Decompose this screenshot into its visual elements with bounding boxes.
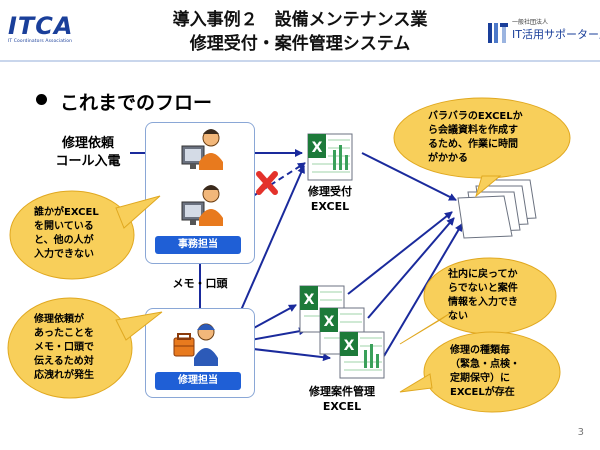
bubble-bottom-right-line: 定期保守）に <box>450 373 510 384</box>
office-worker-2-icon <box>181 185 223 226</box>
svg-text:X: X <box>304 292 315 308</box>
svg-text:X: X <box>344 338 355 354</box>
repair-badge: 修理担当 <box>155 372 241 390</box>
itca-logo: ITCA IT Coordinators Association <box>8 14 86 44</box>
bubble-top-right-line: るため、作業に時間 <box>428 139 518 150</box>
arrow-case2-to-docs <box>367 217 455 319</box>
request-label: 修理依頼 コール入電 <box>38 135 138 171</box>
bubble-top-right-text: バラバラのEXCELか ら会議資料を作成す るため、作業に時間 がかかる <box>428 110 538 166</box>
case-excel-icon-3: X <box>339 331 385 379</box>
bullet-icon <box>36 94 47 105</box>
office-badge: 事務担当 <box>155 236 241 254</box>
case-excel-label-line-1: 修理案件管理 <box>309 385 375 398</box>
bubble-top-right <box>393 97 571 198</box>
svg-text:X: X <box>324 314 335 330</box>
reception-excel-label-line-1: 修理受付 <box>308 185 352 198</box>
title-line-2: 修理受付・案件管理システム <box>189 34 411 54</box>
bubble-mid-right-line: らでないと案件 <box>448 283 518 294</box>
arrow-case1-to-docs <box>347 211 453 295</box>
header-divider <box>0 60 600 62</box>
bubble-mid-right-text: 社内に戻ってか らでないと案件 情報を入力でき ない <box>448 268 538 324</box>
reception-excel-label-line-2: EXCEL <box>310 200 350 213</box>
bubble-bottom-left <box>7 297 163 399</box>
bubble-bottom-left-line: 伝えるため対 <box>34 356 94 367</box>
bubble-bottom-right-text: 修理の種類毎 （緊急・点検・ 定期保守）に EXCELが存在 <box>450 344 540 400</box>
request-label-line-1: 修理依頼 <box>61 136 114 151</box>
bubble-bottom-right <box>399 331 561 413</box>
memo-label: メモ・口頭 <box>172 277 228 290</box>
it-supporters-logo: 一般社団法人 IT活用サポーターズ <box>486 17 600 51</box>
itca-logo-text: ITCA <box>8 12 74 40</box>
bubble-mid-right-line: 情報を入力でき <box>448 297 518 308</box>
office-worker-1-icon <box>181 129 223 170</box>
it-supporters-logo-icon <box>488 23 508 43</box>
svg-text:X: X <box>312 140 323 156</box>
bubble-bottom-right-line: （緊急・点検・ <box>450 359 520 370</box>
bubble-top-left-line: 誰かがEXCEL <box>34 207 99 218</box>
bubble-top-right-line: がかかる <box>428 153 468 164</box>
case-excel-label: 修理案件管理 EXCEL <box>292 384 392 414</box>
request-label-line-2: コール入電 <box>55 154 121 169</box>
bubble-top-left-text: 誰かがEXCEL を開いている と、他の人が 入力できない <box>34 206 114 262</box>
bubble-bottom-left-line: 修理依頼が <box>34 314 84 325</box>
itca-logo-subtitle: IT Coordinators Association <box>8 39 73 44</box>
bubble-bottom-left-text: 修理依頼が あったことを メモ・口頭で 伝えるため対 応洩れが発生 <box>34 313 114 383</box>
section-heading: これまでのフロー <box>60 92 213 114</box>
case-excel-label-line-2: EXCEL <box>322 400 362 413</box>
bubble-mid-right-line: 社内に戻ってか <box>448 269 518 280</box>
title-line-1: 導入事例２ 設備メンテナンス業 <box>172 10 428 30</box>
page-title: 導入事例２ 設備メンテナンス業 修理受付・案件管理システム <box>120 8 480 56</box>
arrow-case3-to-docs <box>383 223 463 357</box>
bubble-top-left-line: を開いている <box>34 221 94 232</box>
bubble-top-left <box>9 190 161 280</box>
bubble-mid-right-line: ない <box>448 311 468 322</box>
it-logo-main-text: IT活用サポーターズ <box>512 28 600 41</box>
bubble-top-left-line: 入力できない <box>34 249 94 260</box>
bubble-top-left-line: と、他の人が <box>34 235 94 246</box>
bubble-top-right-line: ら会議資料を作成す <box>428 125 518 136</box>
arrow-reception-to-docs <box>361 152 457 201</box>
reception-excel-label: 修理受付 EXCEL <box>295 184 365 214</box>
bubble-bottom-right-line: 修理の種類毎 <box>450 345 510 356</box>
it-logo-small-text: 一般社団法人 <box>512 19 549 26</box>
page-number: 3 <box>577 427 584 438</box>
bubble-mid-right <box>399 257 557 345</box>
reception-excel-icon: X <box>307 133 353 181</box>
bubble-bottom-right-line: EXCELが存在 <box>450 387 515 398</box>
bubble-top-right-line: バラバラのEXCELか <box>428 111 523 122</box>
bubble-bottom-left-line: 応洩れが発生 <box>34 370 94 381</box>
bubble-bottom-left-line: あったことを <box>34 328 94 339</box>
bubble-bottom-left-line: メモ・口頭で <box>34 342 94 353</box>
